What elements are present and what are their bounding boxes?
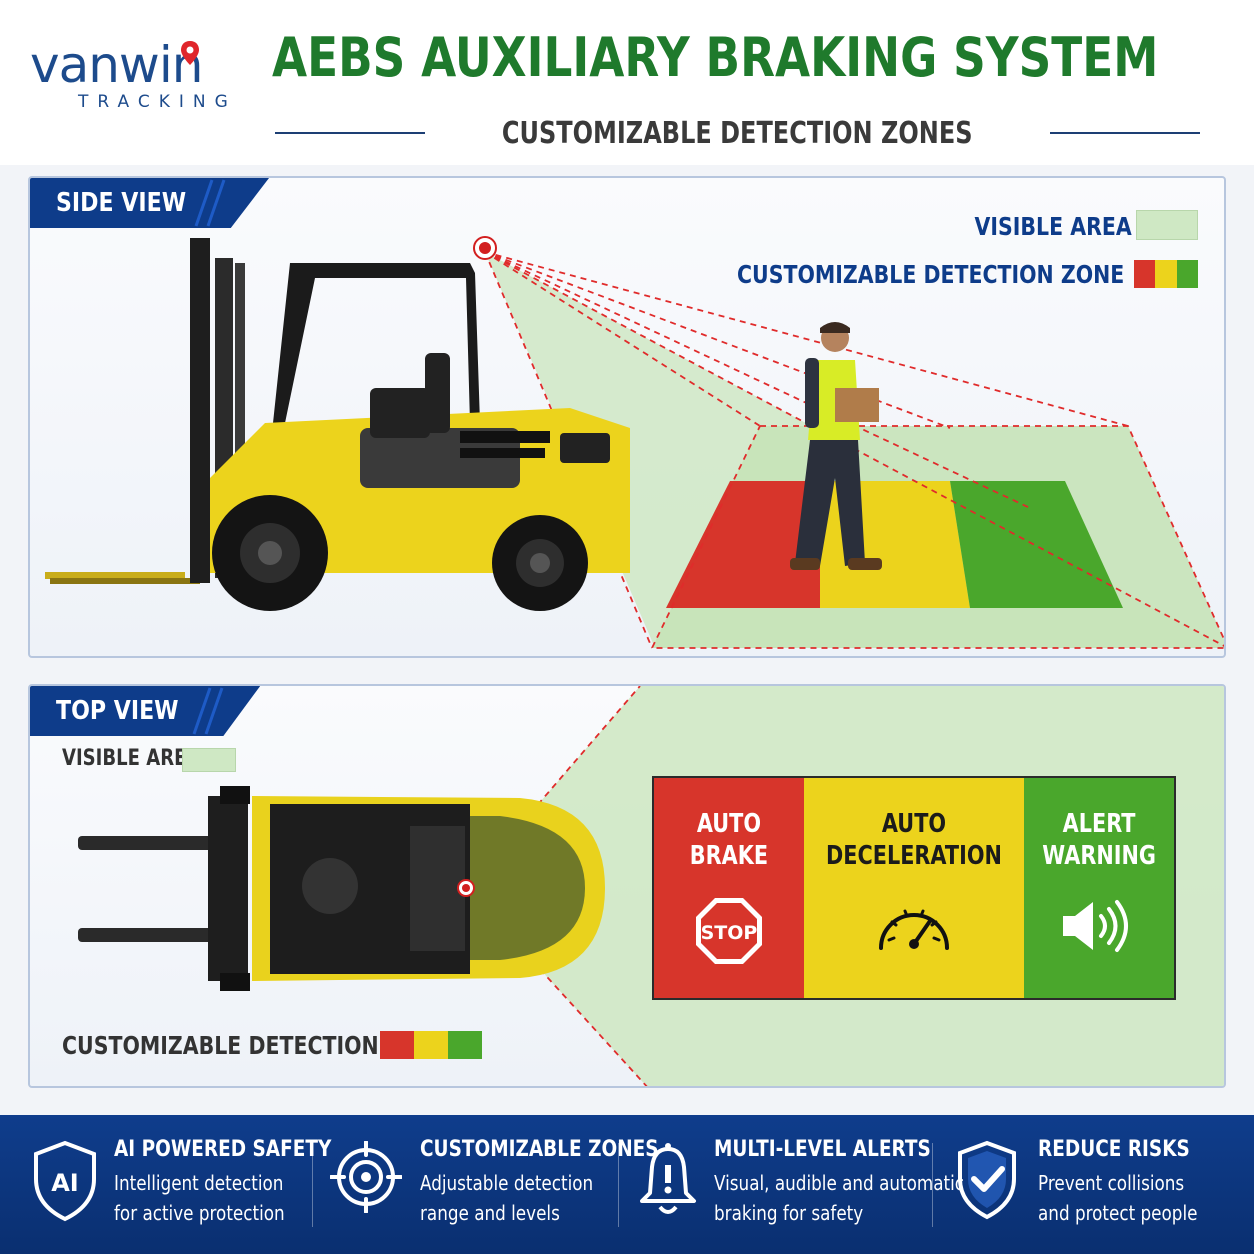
legend-visible-swatch	[182, 748, 236, 772]
zone-auto-brake: AUTO BRAKE STOP	[654, 778, 805, 998]
feature-title: CUSTOMIZABLE ZONES	[420, 1137, 659, 1162]
feature-title: REDUCE RISKS	[1038, 1137, 1190, 1162]
tag-stripes-icon	[192, 687, 224, 735]
zone-title-line: ALERT	[1062, 809, 1136, 839]
page-subtitle: CUSTOMIZABLE DETECTION ZONES	[502, 115, 973, 151]
brand-sub: TRACKING	[78, 92, 237, 112]
legend-visible-label: VISIBLE AREA	[62, 746, 201, 771]
feature-desc: Adjustable detection	[420, 1171, 594, 1195]
tag-stripes-icon	[194, 179, 226, 227]
sensor-icon-top	[457, 879, 475, 897]
legend-visible-label: VISIBLE AREA	[974, 212, 1132, 241]
legend-zone-swatch	[1134, 260, 1198, 288]
feature-title: AI POWERED SAFETY	[114, 1137, 332, 1162]
page-title: AEBS AUXILIARY BRAKING SYSTEM	[272, 26, 1159, 89]
divider	[618, 1143, 619, 1227]
subtitle-row: CUSTOMIZABLE DETECTION ZONES	[275, 113, 1200, 153]
feature-reduce-risks: REDUCE RISKS Prevent collisions and prot…	[956, 1115, 1226, 1254]
sensor-icon	[473, 236, 497, 260]
top-view-tag: TOP VIEW	[30, 686, 261, 736]
feature-desc: for active protection	[114, 1201, 285, 1225]
legend-zone-label: CUSTOMIZABLE DETECTION ZONE	[736, 260, 1124, 289]
location-pin-icon	[181, 41, 199, 65]
side-view-panel: SIDE VIEW VISIBLE AREA CUSTOMIZABLE DETE…	[28, 176, 1226, 658]
zone-alert-warning: ALERT WARNING	[1023, 778, 1175, 998]
ai-shield-icon: AI	[34, 1140, 96, 1222]
zone-auto-deceleration: AUTO DECELERATION	[804, 778, 1024, 998]
speedometer-icon	[879, 909, 949, 950]
feature-desc: Intelligent detection	[114, 1171, 284, 1195]
svg-text:AI: AI	[51, 1169, 79, 1197]
feature-desc: and protect people	[1038, 1201, 1198, 1225]
divider	[932, 1143, 933, 1227]
zone-title-line: AUTO	[696, 809, 762, 839]
side-view-tag: SIDE VIEW	[30, 178, 270, 228]
worker-illustration	[790, 322, 882, 570]
divider	[275, 132, 426, 134]
zone-title-line: BRAKE	[689, 841, 769, 871]
alarm-bell-icon	[640, 1143, 696, 1214]
zone-title-line: WARNING	[1042, 841, 1156, 871]
speaker-icon	[1062, 900, 1128, 952]
zone-title-line: DECELERATION	[826, 841, 1002, 871]
feature-ai-safety: AI AI POWERED SAFETY Intelligent detecti…	[30, 1115, 331, 1254]
stop-sign-text: STOP	[701, 922, 758, 944]
feature-desc: Visual, audible and automatic	[714, 1171, 965, 1195]
feature-footer: AI AI POWERED SAFETY Intelligent detecti…	[0, 1115, 1254, 1254]
legend-zone-swatch	[380, 1031, 482, 1059]
divider	[1049, 132, 1200, 134]
brand-name: vanwin	[30, 36, 203, 94]
zone-title-line: AUTO	[881, 809, 947, 839]
feature-desc: braking for safety	[714, 1201, 864, 1225]
header: vanwin TRACKING AEBS AUXILIARY BRAKING S…	[0, 0, 1254, 165]
feature-multi-alerts: MULTI-LEVEL ALERTS Visual, audible and a…	[636, 1115, 964, 1254]
forklift-side-illustration	[45, 238, 630, 611]
divider	[312, 1143, 313, 1227]
forklift-top-illustration	[78, 786, 605, 991]
target-icon	[330, 1141, 402, 1213]
zone-action-box: AUTO BRAKE STOP AUTO DECELERATION	[652, 776, 1176, 1000]
feature-custom-zones: CUSTOMIZABLE ZONES Adjustable detection …	[330, 1115, 659, 1254]
legend-visible-swatch	[1136, 210, 1198, 240]
zone-green	[950, 481, 1123, 608]
feature-title: MULTI-LEVEL ALERTS	[714, 1137, 931, 1162]
brand-logo: vanwin TRACKING	[30, 40, 240, 120]
check-shield-icon	[958, 1140, 1016, 1220]
zone-red	[666, 481, 820, 608]
stop-sign-icon: STOP	[696, 898, 763, 964]
feature-desc: range and levels	[420, 1201, 560, 1225]
side-view-scene	[45, 236, 1224, 649]
feature-desc: Prevent collisions	[1038, 1171, 1185, 1195]
